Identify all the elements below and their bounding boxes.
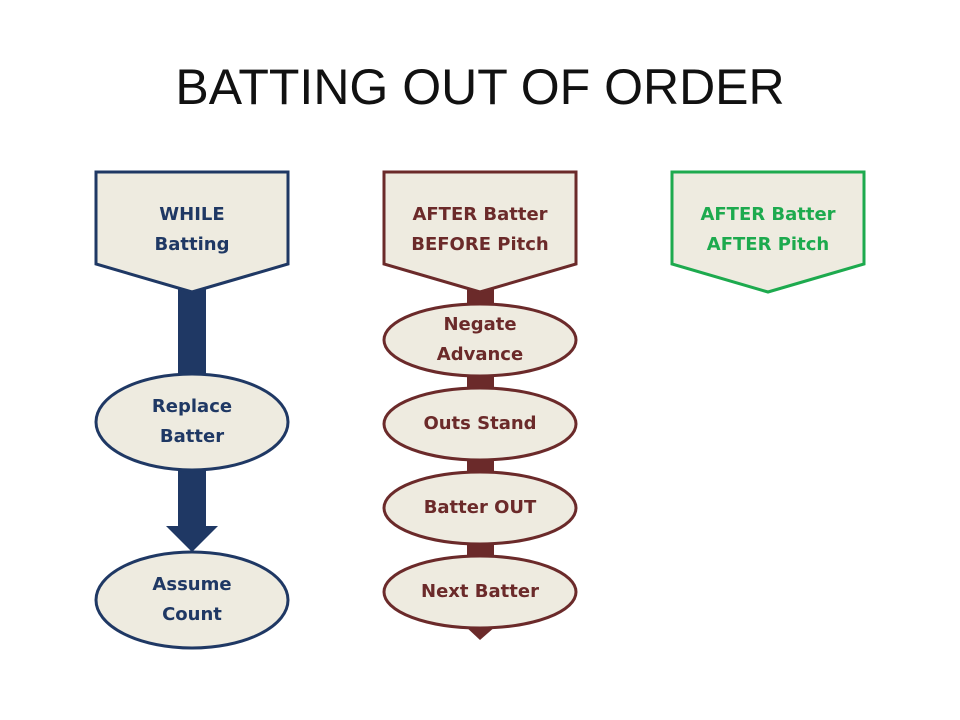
- col2-arrowhead: [465, 626, 496, 640]
- col1-arrowhead: [166, 526, 218, 552]
- col2-step-1-shape: [382, 302, 578, 378]
- col2-step-4-label: Next Batter: [421, 581, 539, 602]
- col2-step-4-shape: [382, 554, 578, 630]
- col2-step-1-label: Negate Advance: [436, 314, 524, 365]
- col1-step-2-label: Assume Count: [152, 574, 232, 625]
- col2-step-3-shape: [382, 470, 578, 546]
- col1-step-1-label: Replace Batter: [151, 396, 233, 447]
- col2-step-2-shape: [382, 386, 578, 462]
- col1-step-2-shape: [94, 550, 290, 650]
- col2-header-label: AFTER Batter BEFORE Pitch: [411, 204, 549, 255]
- col1-step-1-shape: [94, 372, 290, 472]
- col2-step-2-label: Outs Stand: [423, 413, 537, 434]
- col2-header-shape: [382, 170, 578, 294]
- col1-header-shape: [94, 170, 290, 294]
- col1-header-label: WHILE Batting: [154, 204, 230, 255]
- col3-header-shape: [670, 170, 866, 294]
- col3-header-label: AFTER Batter AFTER Pitch: [700, 204, 836, 255]
- slide-title: BATTING OUT OF ORDER: [175, 59, 785, 115]
- col2-step-3-label: Batter OUT: [423, 497, 537, 518]
